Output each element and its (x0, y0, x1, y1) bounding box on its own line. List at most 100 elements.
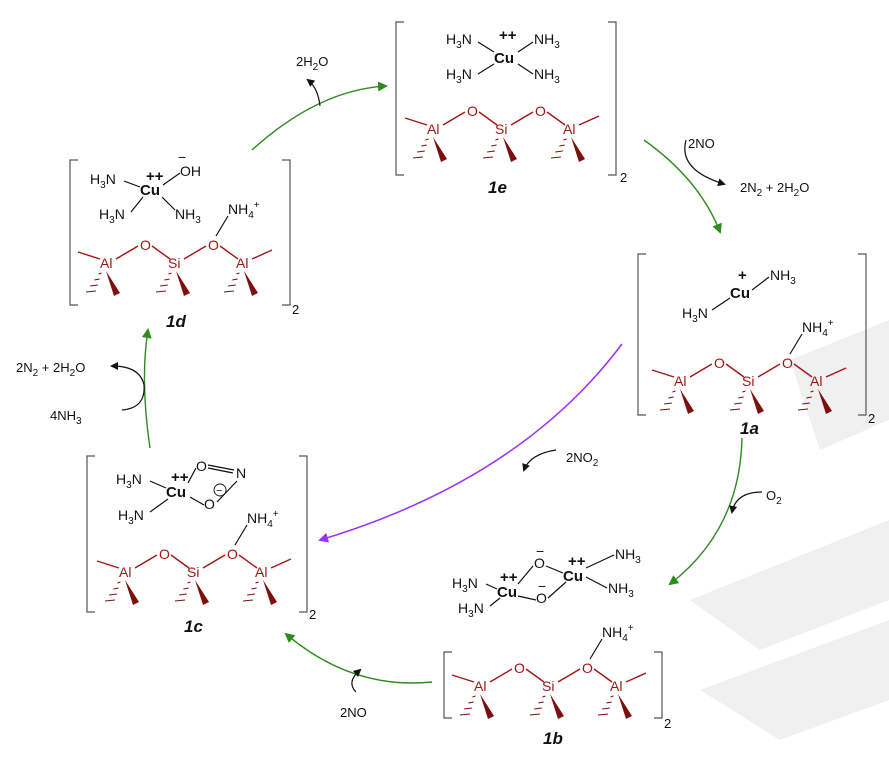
framework-bond (219, 245, 239, 260)
cu-nitrate-1c: H3N H3N ++ Cu O O N − (116, 458, 246, 527)
hash-bond (472, 695, 476, 698)
label-1b: 1b (543, 729, 563, 748)
cu-complex-1d: H3N H3N NH3 OH − ++ Cu (90, 149, 201, 226)
copper-atom: Cu (166, 484, 186, 501)
svg-text:−: − (536, 543, 544, 559)
svg-text:O: O (534, 555, 545, 571)
charge: ++ (499, 27, 517, 44)
framework-bond (489, 668, 513, 683)
arrow-1a-to-1b (668, 437, 743, 586)
framework-bond (557, 668, 581, 683)
svg-text:NH3: NH3 (608, 580, 634, 600)
framework-atom-o: O (140, 237, 151, 253)
framework-atom-o: O (227, 546, 238, 562)
framework-bond (238, 554, 258, 569)
reagent-1c-to-1d-out: 2N2 + 2H2O (16, 360, 85, 379)
hash-bond (550, 156, 562, 159)
framework-bond (757, 363, 781, 378)
copper-atom: Cu (140, 182, 160, 199)
framework-bond (651, 369, 675, 378)
framework-atom-o: O (535, 103, 546, 119)
svg-text:NH3: NH3 (770, 267, 796, 287)
framework-atom-si: Si (495, 121, 507, 137)
bracket-subscript: 2 (309, 607, 316, 622)
framework-bond (96, 560, 120, 569)
svg-text:−: − (538, 578, 546, 594)
reagent-1d-to-1e: 2H2O (296, 54, 328, 73)
svg-text:−: − (216, 485, 222, 497)
svg-text:−: − (178, 149, 186, 165)
reagent-1c-to-1d-in: 4NH3 (50, 408, 82, 427)
hash-bond (232, 278, 238, 281)
hash-bond (742, 390, 746, 393)
framework-atom-al: Al (474, 678, 486, 694)
framework-atom-o: O (582, 660, 593, 676)
svg-text:H3N: H3N (452, 575, 478, 595)
hash-bond (482, 156, 494, 159)
hash-bond (672, 390, 676, 393)
wedge-bond (195, 580, 209, 605)
framework-bond (115, 245, 139, 260)
framework-bond (593, 668, 613, 683)
hash-bond (797, 408, 809, 411)
hash-bond (179, 593, 187, 596)
hash-bond (495, 138, 499, 141)
framework-atom-al: Al (810, 373, 822, 389)
hash-bond (802, 402, 810, 405)
framework-bond (689, 363, 713, 378)
svg-text:NH3: NH3 (534, 31, 560, 51)
framework-atom-al: Al (674, 373, 686, 389)
watermark (690, 320, 889, 740)
nh4-bond (234, 524, 248, 546)
hash-bond (425, 138, 429, 141)
framework-bond (151, 245, 171, 260)
wedge-bond (176, 271, 190, 296)
framework-bond (546, 111, 566, 126)
hash-bond (468, 701, 474, 704)
copper-atom: Cu (497, 584, 517, 601)
hash-bond (113, 587, 119, 590)
wedge-bond (750, 389, 764, 414)
framework-atom-o: O (714, 355, 725, 371)
framework-bond (170, 554, 190, 569)
arrow-1b-to-1c (284, 632, 433, 684)
hash-bond (155, 290, 167, 293)
bracket-subscript: 2 (292, 302, 299, 317)
framework-atom-si: Si (542, 678, 554, 694)
framework-atom-o: O (208, 237, 219, 253)
hash-bond (417, 150, 425, 153)
reagent-1e-to-1a-out: 2N2 + 2H2O (740, 180, 809, 199)
framework-atom-al: Al (236, 255, 248, 271)
hash-bond (668, 396, 674, 399)
hash-bond (109, 593, 117, 596)
bracket-subscript: 2 (664, 716, 671, 731)
hash-bond (491, 144, 497, 147)
ammonium: NH4+ (602, 623, 634, 644)
framework-bond (578, 115, 600, 126)
svg-text:OH: OH (180, 163, 201, 179)
species-1b: H3N H3N NH3 NH3 ++ Cu ++ Cu O − O − 2 Al… (443, 543, 671, 748)
cu-dimer-1b: H3N H3N NH3 NH3 ++ Cu ++ Cu O − O − (452, 543, 641, 620)
arrow-1e-to-1a (643, 139, 722, 234)
framework-atom-si: Si (187, 564, 199, 580)
svg-text:++: ++ (146, 168, 164, 185)
hash-bond (542, 695, 546, 698)
hash-bond (464, 707, 472, 710)
wedge-bond (244, 271, 258, 296)
hash-bond (117, 581, 121, 584)
hash-bond (729, 408, 741, 411)
hash-bond (563, 138, 567, 141)
svg-text:NH3: NH3 (175, 206, 201, 226)
hash-bond (610, 695, 614, 698)
framework-bond (251, 249, 273, 260)
framework-atom-al: Al (119, 564, 131, 580)
copper-atom: Cu (730, 285, 750, 302)
framework-bond (725, 363, 745, 378)
bracket-subscript: 2 (620, 170, 627, 185)
svg-text:H3N: H3N (458, 600, 484, 620)
framework-atom-o: O (467, 103, 478, 119)
